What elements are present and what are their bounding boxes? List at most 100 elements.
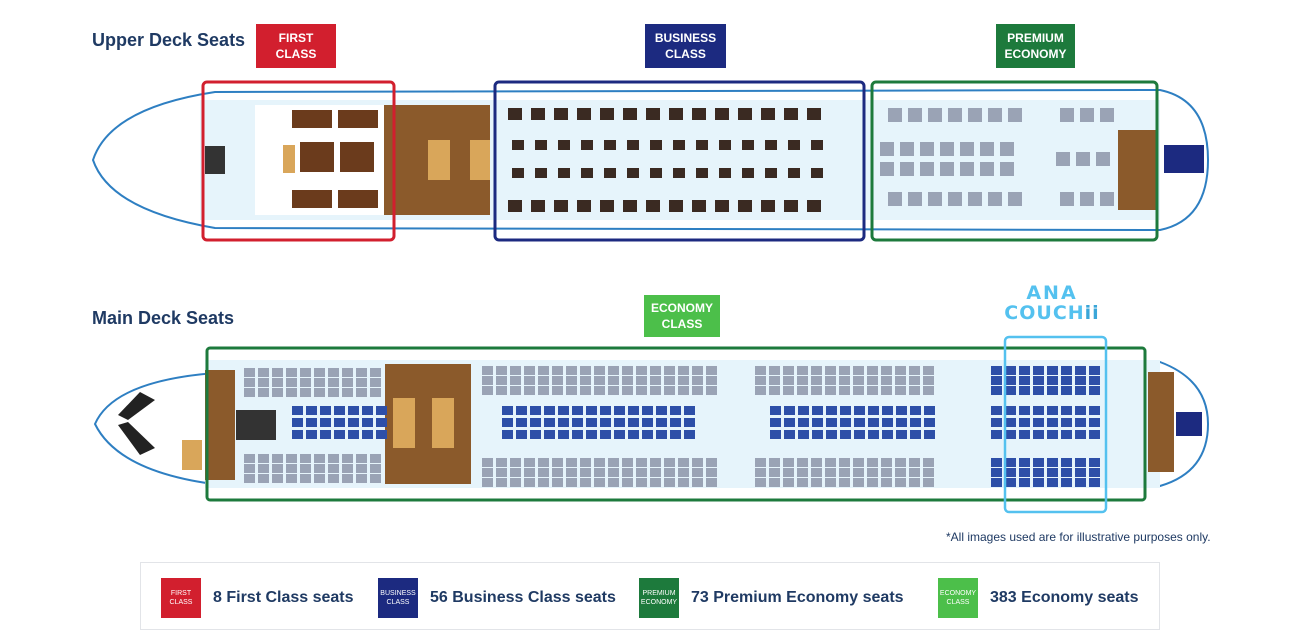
economy-seat	[376, 406, 387, 415]
economy-seat	[1019, 386, 1030, 395]
economy-seat	[600, 430, 611, 439]
economy-seat	[516, 418, 527, 427]
economy-seat	[770, 430, 781, 439]
business-seat	[692, 200, 706, 212]
economy-seat	[1089, 458, 1100, 467]
economy-seat	[1089, 376, 1100, 385]
economy-seat	[356, 368, 367, 377]
economy-seat	[314, 464, 325, 473]
couchii-logo-line2: COUCH	[1004, 302, 1085, 324]
economy-seat	[300, 378, 311, 387]
premium-economy-seat	[900, 162, 914, 176]
economy-seat	[882, 430, 893, 439]
economy-seat	[656, 406, 667, 415]
economy-seat	[314, 474, 325, 483]
economy-seat	[706, 366, 717, 375]
economy-seat	[642, 430, 653, 439]
economy-seat	[1005, 458, 1016, 467]
premium-economy-seat	[968, 192, 982, 206]
economy-seat	[923, 376, 934, 385]
economy-seat	[1061, 406, 1072, 415]
economy-seat	[370, 388, 381, 397]
economy-seat	[923, 366, 934, 375]
economy-seat	[1047, 366, 1058, 375]
economy-seat	[991, 376, 1002, 385]
economy-seat	[991, 418, 1002, 427]
economy-seat	[642, 406, 653, 415]
economy-seat	[600, 406, 611, 415]
economy-seat	[1019, 478, 1030, 487]
economy-seat	[600, 418, 611, 427]
economy-seat	[678, 386, 689, 395]
economy-seat	[678, 376, 689, 385]
economy-seat	[566, 468, 577, 477]
economy-seat	[370, 454, 381, 463]
economy-seat	[670, 406, 681, 415]
economy-seat	[881, 376, 892, 385]
economy-seat	[538, 386, 549, 395]
economy-seat	[622, 478, 633, 487]
economy-seat	[530, 418, 541, 427]
economy-seat	[882, 418, 893, 427]
economy-seat	[272, 378, 283, 387]
economy-seat	[840, 406, 851, 415]
economy-seat	[292, 406, 303, 415]
economy-seat	[784, 430, 795, 439]
economy-seat	[1019, 468, 1030, 477]
premium-economy-seat	[1008, 192, 1022, 206]
economy-seat	[622, 376, 633, 385]
economy-seat	[895, 478, 906, 487]
economy-seat	[544, 418, 555, 427]
economy-seat	[530, 406, 541, 415]
business-seat	[811, 140, 823, 150]
economy-seat	[320, 406, 331, 415]
economy-seat	[1089, 386, 1100, 395]
economy-seat	[769, 478, 780, 487]
premium-economy-seat	[1080, 192, 1094, 206]
business-seat	[512, 168, 524, 178]
economy-seat	[482, 478, 493, 487]
economy-seat	[580, 376, 591, 385]
economy-seat	[1005, 406, 1016, 415]
economy-seat	[811, 468, 822, 477]
economy-seat	[1005, 376, 1016, 385]
economy-seat	[314, 368, 325, 377]
economy-seat	[1033, 458, 1044, 467]
economy-seat	[1019, 406, 1030, 415]
economy-seat	[909, 366, 920, 375]
economy-seat	[300, 474, 311, 483]
premium-economy-seat	[900, 142, 914, 156]
economy-seat	[664, 468, 675, 477]
economy-seat	[656, 418, 667, 427]
economy-seat	[1075, 386, 1086, 395]
business-seat	[627, 140, 639, 150]
economy-seat	[1033, 468, 1044, 477]
economy-seat	[692, 478, 703, 487]
economy-seat	[306, 430, 317, 439]
economy-seat	[896, 430, 907, 439]
upper-galley-table-2	[470, 140, 490, 180]
economy-seat	[1089, 430, 1100, 439]
economy-seat	[538, 478, 549, 487]
economy-seat	[628, 418, 639, 427]
economy-seat	[306, 406, 317, 415]
premium-economy-seat	[1080, 108, 1094, 122]
economy-seat	[482, 376, 493, 385]
business-seat	[784, 200, 798, 212]
economy-seat	[909, 376, 920, 385]
economy-seat	[348, 430, 359, 439]
economy-seat	[991, 366, 1002, 375]
economy-seat	[867, 458, 878, 467]
economy-seat	[1005, 478, 1016, 487]
business-seat	[600, 108, 614, 120]
economy-seat	[770, 418, 781, 427]
business-seat	[627, 168, 639, 178]
economy-seat	[510, 366, 521, 375]
economy-seat	[628, 430, 639, 439]
economy-seat	[923, 458, 934, 467]
premium-economy-seat	[928, 192, 942, 206]
economy-seat	[524, 366, 535, 375]
economy-seat	[854, 418, 865, 427]
